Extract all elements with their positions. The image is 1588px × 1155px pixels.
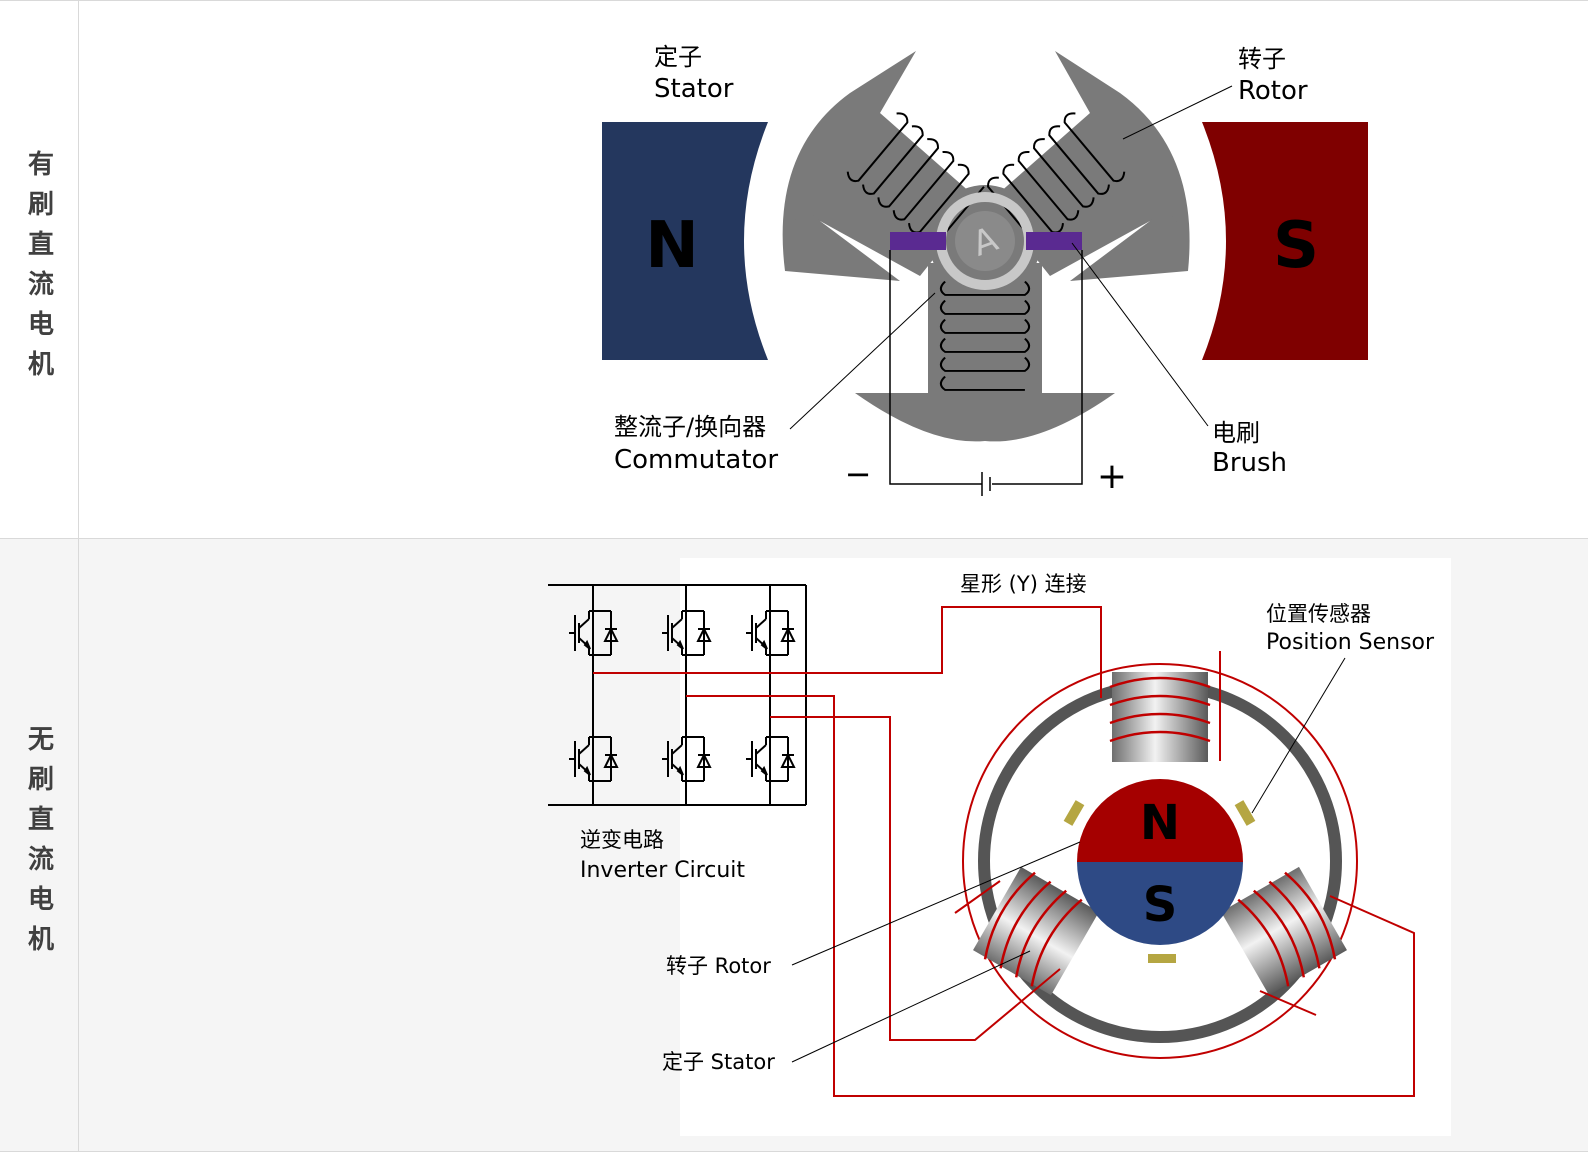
row-header-brushless: 无刷直流电机 [0,539,79,1151]
brushless-motor-diagram: N S [79,539,1588,1151]
brush-label-cn: 电刷 [1212,419,1260,447]
brushless-motor-cell: N S [79,539,1588,1151]
brush-label-en: Brush [1212,448,1287,478]
row-header-brushed: 有刷直流电机 [0,1,79,539]
rotor-label-en: Rotor [1238,76,1308,106]
table-row-brushless: 无刷直流电机 [0,538,1588,1152]
stator-label: 定子 Stator [662,1050,775,1074]
magnet-n-label: N [645,209,699,283]
brush-left [890,232,946,250]
row-header-label: 无刷直流电机 [21,725,58,965]
star-connection-label: 星形 (Y) 连接 [960,572,1087,596]
magnet-s-label: S [1273,209,1319,283]
stator-coil-top [1110,672,1210,762]
position-sensor-label-en: Position Sensor [1266,630,1435,655]
rotor-n-label: N [1140,795,1180,851]
rotor-label: 转子 Rotor [666,954,771,978]
minus-sign: − [845,455,872,493]
rotor-s-label: S [1143,877,1178,933]
position-sensor-label-cn: 位置传感器 [1266,602,1371,626]
table-row-brushed: 有刷直流电机 [0,0,1588,539]
brush-right [1026,232,1082,250]
stator-label-cn: 定子 [654,43,702,71]
commutator-label-en: Commutator [614,445,778,475]
inverter-label-cn: 逆变电路 [580,828,664,852]
hall-sensor-bottom [1148,954,1176,963]
stator-label-en: Stator [654,74,734,104]
brushed-motor-diagram: N S [79,1,1588,539]
brushed-motor-cell: N S [79,1,1588,539]
plus-sign: + [1097,456,1127,497]
rotor-label-cn: 转子 [1238,45,1286,73]
row-header-label: 有刷直流电机 [21,150,58,390]
commutator-label-cn: 整流子/换向器 [614,413,766,441]
inverter-label-en: Inverter Circuit [580,858,745,883]
